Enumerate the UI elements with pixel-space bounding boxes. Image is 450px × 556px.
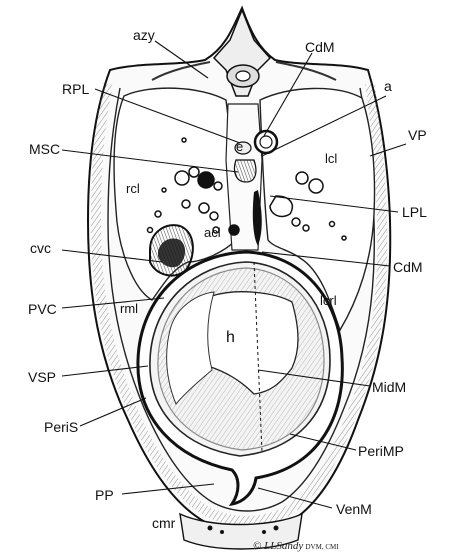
label-perimp: PeriMP	[358, 443, 404, 459]
label-a: a	[384, 78, 392, 94]
label-rcl: rcl	[126, 181, 140, 196]
label-h: h	[226, 329, 235, 346]
sternum	[179, 512, 303, 550]
mediastinum	[225, 103, 294, 251]
label-azy: azy	[133, 27, 155, 43]
airway-dots	[146, 137, 347, 241]
vertebra	[151, 7, 337, 97]
label-vp: VP	[408, 127, 427, 143]
label-lcl: lcl	[325, 151, 338, 166]
label-lpl: LPL	[402, 204, 427, 220]
label-vsp: VSP	[28, 369, 57, 385]
label-venm: VenM	[336, 501, 372, 517]
label-midm: MidM	[372, 379, 407, 395]
label-e: e	[236, 139, 244, 154]
label-acl: acl	[204, 225, 221, 240]
artist-signature: © LLSandy	[253, 540, 304, 552]
label-lcrl: lcrl	[320, 293, 337, 308]
artist-suffix: DVM, CMI	[305, 543, 339, 551]
label-pp: PP	[95, 487, 114, 503]
label-peris: PeriS	[44, 419, 79, 435]
label-msc: MSC	[29, 141, 61, 157]
label-cdm-top: CdM	[305, 39, 335, 55]
leader-lines	[61, 40, 407, 509]
left-lung	[259, 87, 376, 332]
heart	[157, 261, 325, 453]
label-cdm-mid: CdM	[393, 259, 423, 275]
label-rpl: RPL	[62, 81, 90, 97]
artist-credit: © LLSandy DVM, CMI	[253, 540, 339, 552]
label-cmr: cmr	[152, 515, 176, 531]
label-cvc: cvc	[30, 240, 51, 256]
label-pvc: PVC	[28, 301, 57, 317]
label-rml: rml	[120, 301, 139, 316]
caudal-vena-cava	[149, 224, 194, 277]
